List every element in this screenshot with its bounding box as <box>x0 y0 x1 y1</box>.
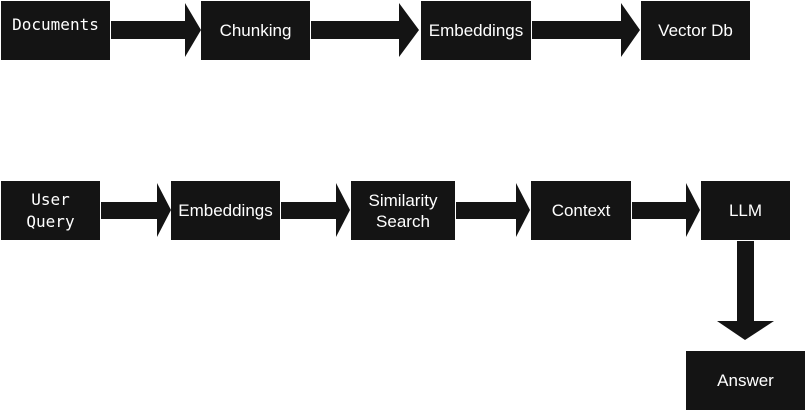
node-answer: Answer <box>686 351 805 410</box>
arrow-context-to-llm <box>632 183 700 237</box>
arrow-similarity-search-to-context <box>456 183 530 237</box>
arrow-chunking-to-embeddings <box>311 3 419 57</box>
node-documents: Documents <box>1 1 110 60</box>
node-embeddings-ingest: Embeddings <box>421 1 531 60</box>
arrow-user-query-to-embeddings <box>101 183 171 237</box>
node-similarity-search: Similarity Search <box>351 181 455 240</box>
arrow-llm-to-answer <box>717 241 774 340</box>
node-context: Context <box>531 181 631 240</box>
node-user-query: User Query <box>1 181 100 240</box>
node-chunking: Chunking <box>201 1 310 60</box>
node-embeddings-query: Embeddings <box>171 181 280 240</box>
arrow-embeddings-to-similarity-search <box>281 183 350 237</box>
arrow-embeddings-to-vector-db <box>532 3 640 57</box>
node-llm: LLM <box>701 181 790 240</box>
node-vector-db: Vector Db <box>641 1 750 60</box>
arrow-documents-to-chunking <box>111 3 201 57</box>
